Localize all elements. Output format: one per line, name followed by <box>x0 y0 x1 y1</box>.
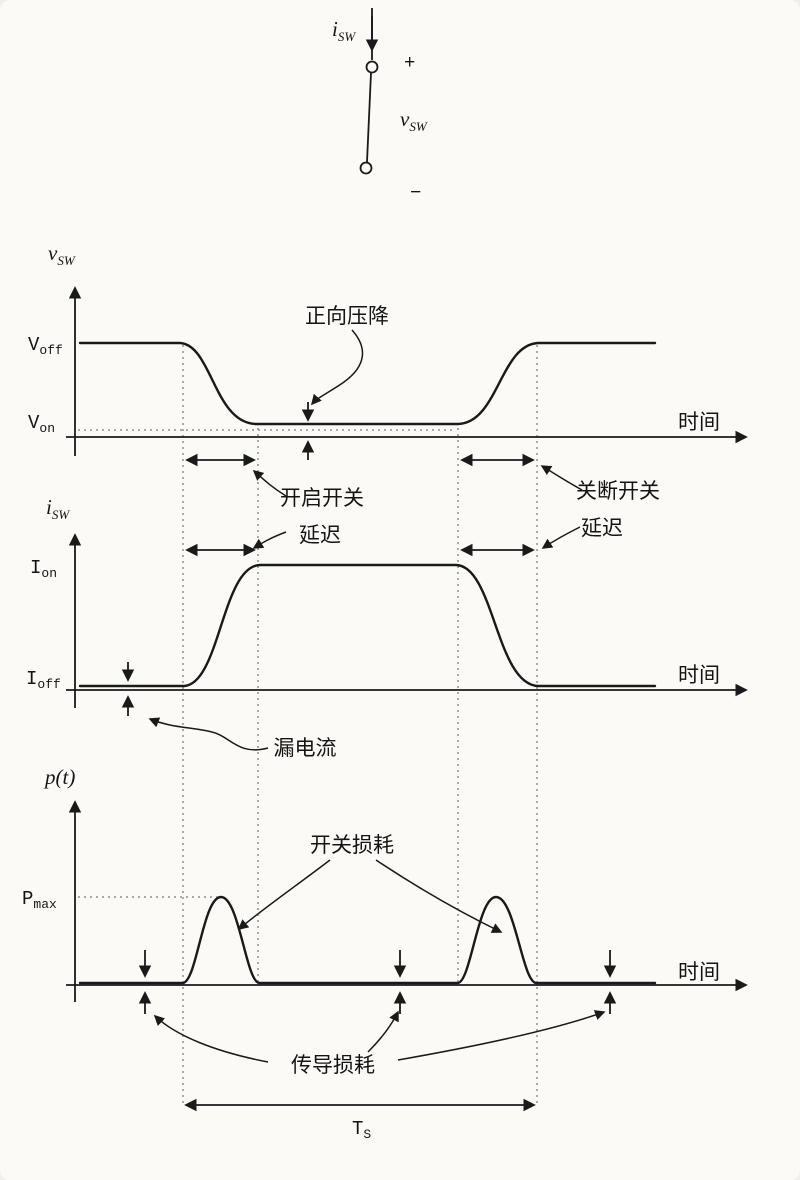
leakage-label: 漏电流 <box>274 737 337 760</box>
plus-terminal-label: + <box>404 52 415 74</box>
switching-loss-leader-right <box>375 859 503 933</box>
v-on-label: Von <box>28 412 55 436</box>
v-off-label: Voff <box>28 334 63 358</box>
p-max-label: Pmax <box>22 888 57 912</box>
turn-on-delay-label-line1: 开启开关 <box>280 487 364 510</box>
power-axis-var: p(t) <box>43 765 75 789</box>
power-time-label: 时间 <box>678 961 720 984</box>
switching-loss-label: 开关损耗 <box>310 834 394 857</box>
turn-off-delay-leader-upper <box>540 465 583 491</box>
switching-loss-leader-left <box>237 859 331 931</box>
turn-on-delay-leader-lower <box>252 531 287 549</box>
period-label: TS <box>352 1118 371 1142</box>
dotted-guides <box>182 345 538 1103</box>
turn-off-delay-label-line1: 关断开关 <box>576 480 660 503</box>
i-on-label: Ion <box>30 557 57 581</box>
switch-blade <box>366 72 372 163</box>
switch-current-label: iSW <box>332 17 356 44</box>
switch-top-terminal <box>365 60 379 74</box>
turn-off-delay-leader-lower <box>541 526 581 549</box>
conduction-leader-mid <box>367 1010 399 1053</box>
voltage-waveform <box>78 341 657 426</box>
i-off-label: Ioff <box>26 668 61 692</box>
minus-terminal-label: − <box>410 182 421 204</box>
conduction-loss-label: 传导损耗 <box>291 1054 375 1077</box>
switch-bottom-terminal <box>359 161 373 175</box>
forward-drop-leader <box>310 329 364 406</box>
power-plot: p(t) Pmax 时间 开关损耗 传导损耗 TS <box>22 765 748 1142</box>
voltage-axis-var: vSW <box>48 241 76 268</box>
conduction-leader-left <box>153 1014 269 1063</box>
switch-symbol: iSW + vSW − <box>332 8 428 204</box>
power-waveform <box>78 895 657 985</box>
leakage-leader <box>148 717 269 751</box>
switch-voltage-label: vSW <box>400 107 428 134</box>
conduction-leader-right <box>397 1010 606 1061</box>
forward-drop-label: 正向压降 <box>305 305 389 328</box>
turn-on-delay-label-line2: 延迟 <box>299 524 341 547</box>
current-plot: iSW Ion Ioff 时间 漏电流 <box>26 495 748 760</box>
voltage-time-label: 时间 <box>678 411 720 434</box>
current-waveform <box>78 563 657 688</box>
turn-on-delay-leader-upper <box>252 469 287 497</box>
turn-off-delay-label-line2: 延迟 <box>581 517 623 540</box>
current-axis-var: iSW <box>46 495 70 522</box>
current-time-label: 时间 <box>678 664 720 687</box>
voltage-plot: vSW Voff Von 时间 正向压降 开启开关 延迟 关断开关 延迟 <box>28 241 748 557</box>
